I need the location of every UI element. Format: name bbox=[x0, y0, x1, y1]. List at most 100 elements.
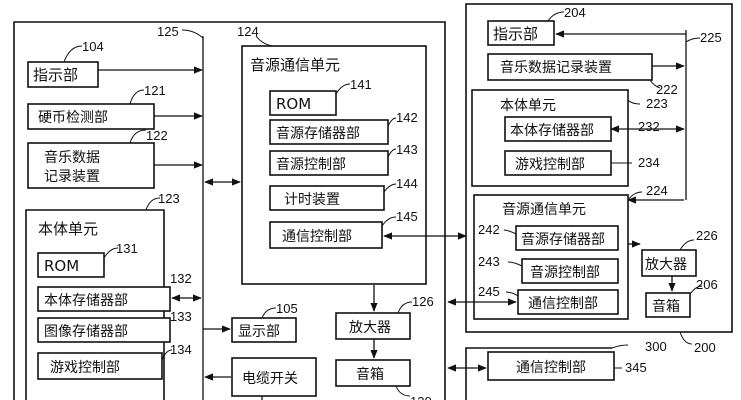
left-image-storage-label: 图像存储器部 bbox=[44, 324, 128, 340]
right-music-recorder-ref: 222 bbox=[656, 82, 678, 97]
right-main-unit-leader bbox=[627, 99, 641, 105]
right-bus-ref: 225 bbox=[700, 30, 722, 45]
left-amplifier-label: 放大器 bbox=[349, 320, 391, 336]
left-comm-control-ref: 145 bbox=[396, 209, 418, 224]
left-music-recorder-leader bbox=[129, 129, 147, 144]
right-device-frame-ref: 200 bbox=[694, 340, 716, 355]
right-sound-storage-ref: 242 bbox=[478, 222, 500, 237]
left-sound-unit-ref: 124 bbox=[237, 24, 259, 39]
right-sound-storage-box bbox=[515, 225, 619, 251]
left-music-recorder-line2: 记录装置 bbox=[44, 169, 100, 185]
external-comm-control-label: 通信控制部 bbox=[516, 360, 586, 376]
right-device-frame-leader bbox=[679, 331, 693, 345]
left-sound-storage-label: 音源存储器部 bbox=[276, 125, 360, 142]
right-amplifier-box bbox=[641, 249, 697, 277]
left-image-storage-ref: 133 bbox=[170, 309, 192, 324]
right-indicator-leader bbox=[547, 11, 565, 22]
right-music-recorder-box bbox=[487, 53, 653, 81]
left-main-storage-box bbox=[37, 286, 171, 312]
right-comm-control-label: 通信控制部 bbox=[528, 296, 598, 312]
right-sound-control-ref: 243 bbox=[478, 254, 500, 269]
right-sound-unit-leader bbox=[627, 191, 643, 201]
left-main-storage-ref: 132 bbox=[170, 271, 192, 286]
left-main-unit-title: 本体单元 bbox=[38, 220, 98, 238]
left-timer-label: 计时装置 bbox=[284, 192, 340, 208]
right-amplifier-label: 放大器 bbox=[645, 257, 687, 273]
left-sound-rom-box bbox=[269, 90, 337, 116]
right-main-unit-ref: 223 bbox=[646, 96, 668, 111]
right-indicator-ref: 204 bbox=[564, 5, 586, 20]
left-sound-control-leader bbox=[387, 148, 397, 158]
right-amplifier-ref: 226 bbox=[696, 228, 718, 243]
left-sound-control-box bbox=[269, 150, 389, 176]
right-speaker-leader bbox=[689, 285, 703, 295]
coin-detector-label: 硬币检测部 bbox=[38, 110, 108, 126]
left-game-control-ref: 134 bbox=[170, 342, 192, 357]
left-bus-ref-leader bbox=[181, 29, 204, 39]
right-main-unit-title: 本体单元 bbox=[500, 98, 556, 114]
external-comm-control-ref: 345 bbox=[625, 360, 647, 375]
left-speaker-ref: 120 bbox=[410, 394, 432, 400]
left-main-unit-leader bbox=[145, 197, 161, 211]
display-label: 显示部 bbox=[238, 324, 280, 340]
right-game-control-label: 游戏控制部 bbox=[515, 157, 585, 173]
coin-detector-box bbox=[27, 103, 155, 130]
left-sound-unit-leader bbox=[255, 35, 273, 47]
external-comm-control-box bbox=[487, 351, 615, 381]
left-main-rom-ref: 131 bbox=[116, 241, 138, 256]
left-main-storage-label: 本体存储器部 bbox=[44, 293, 128, 309]
left-music-recorder-line1: 音乐数据 bbox=[44, 149, 100, 166]
left-timer-box bbox=[269, 185, 385, 211]
left-comm-control-label: 通信控制部 bbox=[282, 229, 352, 245]
display-leader bbox=[261, 307, 277, 319]
left-main-rom-leader bbox=[103, 247, 119, 259]
left-comm-control-box bbox=[269, 221, 383, 249]
left-music-recorder-box bbox=[27, 142, 155, 189]
left-music-recorder-ref: 122 bbox=[146, 128, 168, 143]
right-game-control-ref: 234 bbox=[638, 155, 660, 170]
left-comm-control-leader bbox=[381, 216, 397, 227]
right-music-recorder-label: 音乐数据记录装置 bbox=[500, 59, 612, 76]
left-sound-rom-ref: 141 bbox=[350, 77, 372, 92]
external-unit-frame bbox=[465, 347, 612, 400]
left-device: 125 指示部 104 硬币检测部 121 音乐数据 记录装置 122 本体单元… bbox=[13, 21, 467, 400]
right-speaker-box bbox=[645, 292, 691, 318]
external-unit: 300 通信控制部 345 bbox=[447, 339, 667, 400]
left-sound-control-label: 音源控制部 bbox=[276, 156, 346, 173]
left-sound-unit-title: 音源通信单元 bbox=[250, 56, 340, 74]
left-amplifier-box bbox=[335, 312, 411, 340]
display-box bbox=[231, 317, 297, 343]
coin-detector-ref: 121 bbox=[144, 83, 166, 98]
right-sound-control-label: 音源控制部 bbox=[530, 264, 600, 281]
display-ref: 105 bbox=[276, 301, 298, 316]
left-main-unit-ref: 123 bbox=[158, 191, 180, 206]
left-indicator-label: 指示部 bbox=[33, 66, 78, 84]
right-indicator-box bbox=[487, 20, 555, 46]
left-game-control-box bbox=[37, 352, 163, 380]
left-indicator-ref: 104 bbox=[82, 39, 104, 54]
right-comm-control-box bbox=[517, 289, 619, 315]
left-game-control-label: 游戏控制部 bbox=[50, 360, 120, 376]
right-sound-storage-label: 音源存储器部 bbox=[521, 231, 605, 248]
right-device: 200 225 指示部 204 音乐数据记录装置 222 本体单元 223 本体… bbox=[447, 3, 733, 355]
right-device-frame bbox=[465, 3, 733, 333]
left-speaker-label: 音箱 bbox=[356, 366, 384, 383]
left-sound-storage-box bbox=[269, 119, 389, 145]
right-main-storage-label: 本体存储器部 bbox=[510, 123, 594, 139]
right-main-storage-ref: 232 bbox=[638, 119, 660, 134]
cable-switch-label: 电缆开关 bbox=[242, 371, 298, 387]
cable-switch-box bbox=[231, 357, 317, 397]
external-unit-leader bbox=[611, 344, 629, 349]
left-amplifier-leader bbox=[397, 301, 413, 314]
right-comm-control-ref: 245 bbox=[478, 284, 500, 299]
right-game-control-box bbox=[504, 150, 612, 176]
right-sound-control-box bbox=[521, 258, 619, 284]
left-amplifier-ref: 126 bbox=[412, 294, 434, 309]
left-device-frame bbox=[13, 21, 446, 400]
coin-detector-leader bbox=[129, 89, 145, 105]
left-bus-ref: 125 bbox=[157, 24, 179, 39]
left-timer-leader bbox=[383, 183, 397, 193]
right-bus-ref-leader bbox=[685, 37, 701, 43]
left-sound-rom-leader bbox=[335, 83, 351, 95]
